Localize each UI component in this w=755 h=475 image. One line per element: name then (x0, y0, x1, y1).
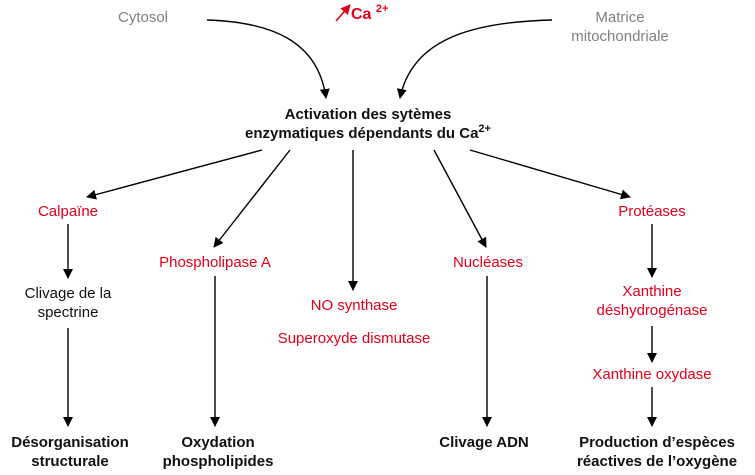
ca-increase-arrow (335, 4, 351, 22)
xanthine-oxydase-label: Xanthine oxydase (592, 366, 712, 383)
activation-line-1: Activation des sytèmes (284, 106, 452, 123)
matrice-label: Matrice mitochondriale (571, 9, 669, 47)
clivage-adn-label: Clivage ADN (439, 434, 529, 451)
no-synthase-label: NO synthase (310, 297, 398, 314)
desorganisation-line-2: structurale (31, 452, 109, 470)
superoxyde-label: Superoxyde dismutase (277, 330, 431, 347)
xanthine-dh-line-1: Xanthine (622, 283, 682, 300)
clivage-spectrine-label: Clivage de la spectrine (25, 285, 112, 323)
activation-node: Activation des sytèmes enzymatiques dépe… (245, 106, 491, 144)
nucleases-label: Nucléases (452, 254, 524, 271)
calcium-label: Ca 2+ (351, 3, 389, 23)
arrow-to-phospholipase (213, 149, 291, 248)
calpaine-label: Calpaïne (37, 203, 99, 220)
desorganisation-line-1: Désorganisation (11, 434, 129, 451)
oxydation-line-1: Oxydation (181, 434, 255, 451)
clivage-spectrine-line-1: Clivage de la (24, 285, 112, 302)
oxydation-line-2: phospholipides (162, 452, 274, 470)
xanthine-dh-line-2: déshydrogénase (596, 301, 708, 319)
arrow-cytosol-to-activation (206, 19, 330, 99)
xanthine-deshydrogenase-label: Xanthine déshydrogénase (597, 283, 708, 321)
production-label: Production d’espèces réactives de l’oxyg… (577, 434, 737, 472)
desorganisation-label: Désorganisation structurale (11, 434, 129, 472)
phospholipase-label: Phospholipase A (159, 254, 271, 271)
arrow-to-calpaine (86, 149, 263, 200)
oxydation-label: Oxydation phospholipides (163, 434, 274, 472)
matrice-line-1: Matrice (595, 9, 645, 26)
arrow-matrice-to-activation (396, 19, 553, 99)
arrow-to-nucleases (433, 149, 487, 248)
proteases-label: Protéases (618, 203, 686, 220)
activation-line-2: enzymatiques dépendants du Ca2+ (245, 122, 491, 142)
cytosol-label: Cytosol (118, 9, 169, 26)
clivage-spectrine-line-2: spectrine (37, 303, 99, 321)
matrice-line-2: mitochondriale (571, 27, 669, 45)
production-line-1: Production d’espèces (579, 434, 735, 451)
production-line-2: réactives de l’oxygène (576, 452, 738, 470)
arrow-to-proteases (469, 149, 631, 200)
